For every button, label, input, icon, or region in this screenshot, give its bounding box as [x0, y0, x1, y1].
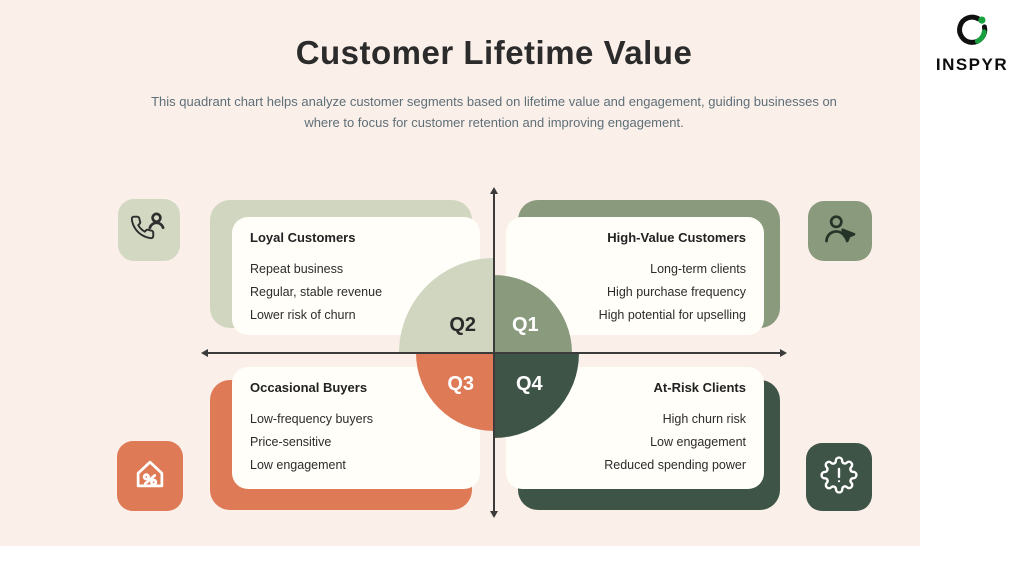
page-title: Customer Lifetime Value	[295, 34, 693, 71]
card-title: Loyal Customers	[250, 230, 356, 245]
high-value-customers-tile	[808, 201, 872, 261]
quadrant-badge-q4: Q4	[494, 353, 579, 438]
card-item: High churn risk	[662, 412, 746, 426]
quadrant-label: Q1	[512, 314, 539, 336]
card-item: Low engagement	[250, 458, 346, 472]
card-item: High purchase frequency	[607, 285, 746, 299]
y-axis	[493, 193, 495, 512]
card-title: At-Risk Clients	[653, 380, 746, 395]
y-axis-bottom-arrow	[490, 511, 498, 518]
y-axis-top-arrow	[490, 187, 498, 194]
card-item: Reduced spending power	[604, 458, 746, 472]
occasional-buyers-tile	[117, 441, 183, 511]
customer-engagement-icon	[822, 211, 858, 252]
card-high-value-customers: High-Value Customers Long-term clients H…	[506, 217, 764, 335]
x-axis	[207, 352, 783, 354]
card-item: Long-term clients	[650, 262, 746, 276]
card-item: Regular, stable revenue	[250, 285, 383, 299]
card-item: Lower risk of churn	[250, 308, 356, 322]
brand-logo-text: INSPYR	[935, 55, 1009, 74]
quadrant-label: Q2	[449, 314, 476, 336]
x-axis-right-arrow	[780, 349, 787, 357]
loyal-customers-tile	[118, 199, 180, 261]
card-title: High-Value Customers	[607, 230, 746, 245]
subtitle-line-1: This quadrant chart helps analyze custom…	[151, 94, 837, 109]
card-at-risk-clients: At-Risk Clients High churn risk Low enga…	[506, 367, 764, 489]
inspyr-logo-icon	[954, 14, 990, 52]
house-discount-icon	[131, 455, 169, 498]
quadrant-label: Q4	[516, 373, 543, 395]
gear-alert-icon	[820, 455, 858, 499]
phone-contact-icon	[130, 210, 167, 251]
card-item: Price-sensitive	[250, 435, 332, 449]
subtitle-line-2: where to focus for customer retention an…	[304, 115, 684, 130]
quadrant-label: Q3	[447, 373, 474, 395]
card-item: Repeat business	[250, 262, 344, 276]
brand-logo: INSPYR	[926, 12, 1018, 75]
x-axis-left-arrow	[201, 349, 208, 357]
at-risk-clients-tile	[806, 443, 872, 511]
card-item: Low engagement	[650, 435, 746, 449]
card-item: High potential for upselling	[598, 308, 746, 322]
card-title: Occasional Buyers	[250, 380, 368, 395]
card-item: Low-frequency buyers	[250, 412, 373, 426]
page-subtitle: This quadrant chart helps analyze custom…	[144, 91, 844, 133]
